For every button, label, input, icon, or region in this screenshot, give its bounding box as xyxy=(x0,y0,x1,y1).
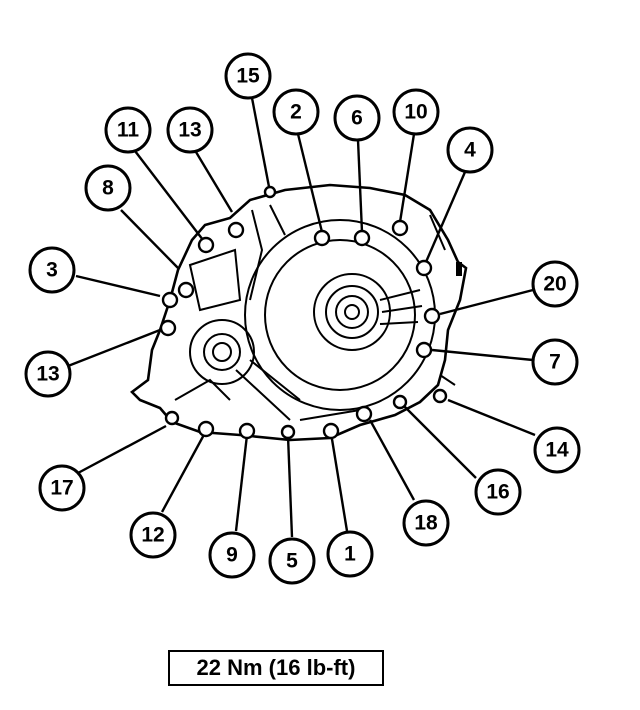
svg-text:5: 5 xyxy=(286,550,298,573)
leader-14 xyxy=(447,398,536,437)
bolt-15 xyxy=(263,185,277,199)
callout-6: 6 xyxy=(333,94,381,142)
svg-text:11: 11 xyxy=(117,119,140,142)
callout-13a: 13 xyxy=(166,106,214,154)
bolt-5 xyxy=(280,424,296,440)
leader-7 xyxy=(431,348,534,362)
callout-1: 1 xyxy=(326,530,374,578)
bolt-13b xyxy=(159,319,177,337)
leader-3 xyxy=(75,274,161,298)
callout-20: 20 xyxy=(531,260,579,308)
bolt-16 xyxy=(392,394,408,410)
svg-text:18: 18 xyxy=(414,512,438,535)
bolt-4 xyxy=(415,259,433,277)
bolt-2 xyxy=(313,229,331,247)
leader-15 xyxy=(250,97,272,193)
leader-5 xyxy=(286,435,294,538)
bolt-14 xyxy=(432,388,448,404)
leader-17 xyxy=(77,424,167,475)
callout-3: 3 xyxy=(28,246,76,294)
leader-16 xyxy=(401,403,477,479)
svg-text:1: 1 xyxy=(344,543,356,566)
callouts: 15 2 6 10 11 13 4 8 xyxy=(24,52,581,585)
callout-9: 9 xyxy=(208,531,256,579)
callout-11: 11 xyxy=(104,106,152,154)
svg-text:8: 8 xyxy=(102,177,114,200)
leader-20 xyxy=(439,288,534,316)
svg-text:16: 16 xyxy=(486,481,509,504)
leader-4 xyxy=(424,171,467,263)
bolt-6 xyxy=(353,229,371,247)
transaxle-case xyxy=(130,183,468,442)
leader-18 xyxy=(368,419,416,501)
leader-2 xyxy=(296,133,324,233)
leader-11 xyxy=(134,150,204,241)
callout-2: 2 xyxy=(272,88,320,136)
leader-13b xyxy=(67,328,161,368)
callout-4: 4 xyxy=(446,126,494,174)
bolt-1 xyxy=(322,422,340,440)
bolt-3 xyxy=(161,291,179,309)
svg-text:13: 13 xyxy=(178,119,201,142)
svg-text:4: 4 xyxy=(464,139,476,162)
svg-text:6: 6 xyxy=(351,107,363,130)
bolt-12 xyxy=(197,420,215,438)
bolt-13a xyxy=(227,221,245,239)
svg-text:7: 7 xyxy=(549,351,561,374)
bolt-10 xyxy=(391,219,409,237)
callout-10: 10 xyxy=(392,88,440,136)
svg-text:10: 10 xyxy=(404,101,427,124)
callout-17: 17 xyxy=(38,464,86,512)
bolt-11 xyxy=(197,236,215,254)
callout-16: 16 xyxy=(474,468,522,516)
svg-text:15: 15 xyxy=(236,65,260,88)
callout-7: 7 xyxy=(531,338,579,386)
leader-10 xyxy=(398,133,416,223)
leader-12 xyxy=(160,430,208,513)
callout-18: 18 xyxy=(402,499,450,547)
svg-text:14: 14 xyxy=(545,439,569,462)
svg-text:2: 2 xyxy=(290,101,302,124)
bolt-20 xyxy=(423,307,441,325)
callout-8: 8 xyxy=(84,164,132,212)
callout-15: 15 xyxy=(224,52,272,100)
svg-text:9: 9 xyxy=(226,544,238,567)
svg-text:13: 13 xyxy=(36,363,59,386)
leader-9 xyxy=(234,434,249,532)
callout-14: 14 xyxy=(533,426,581,474)
bolt-7 xyxy=(415,341,433,359)
svg-text:12: 12 xyxy=(141,524,164,547)
bolt-9 xyxy=(238,422,256,440)
leader-6 xyxy=(356,139,364,233)
torque-spec-label: 22 Nm (16 lb-ft) xyxy=(196,655,356,680)
callout-12: 12 xyxy=(129,511,177,559)
bolt-17 xyxy=(164,410,180,426)
leader-1 xyxy=(329,432,349,532)
leader-lines xyxy=(67,97,536,538)
leader-13a xyxy=(194,151,234,213)
svg-text:17: 17 xyxy=(50,477,73,500)
svg-text:20: 20 xyxy=(543,273,566,296)
bolt-18 xyxy=(355,405,373,423)
callout-13b: 13 xyxy=(24,350,72,398)
callout-5: 5 xyxy=(268,537,316,585)
leader-8 xyxy=(120,209,179,269)
bolts xyxy=(159,185,448,440)
torque-spec-box: 22 Nm (16 lb-ft) xyxy=(168,650,384,686)
svg-text:3: 3 xyxy=(46,259,58,282)
bolt-8 xyxy=(177,281,195,299)
